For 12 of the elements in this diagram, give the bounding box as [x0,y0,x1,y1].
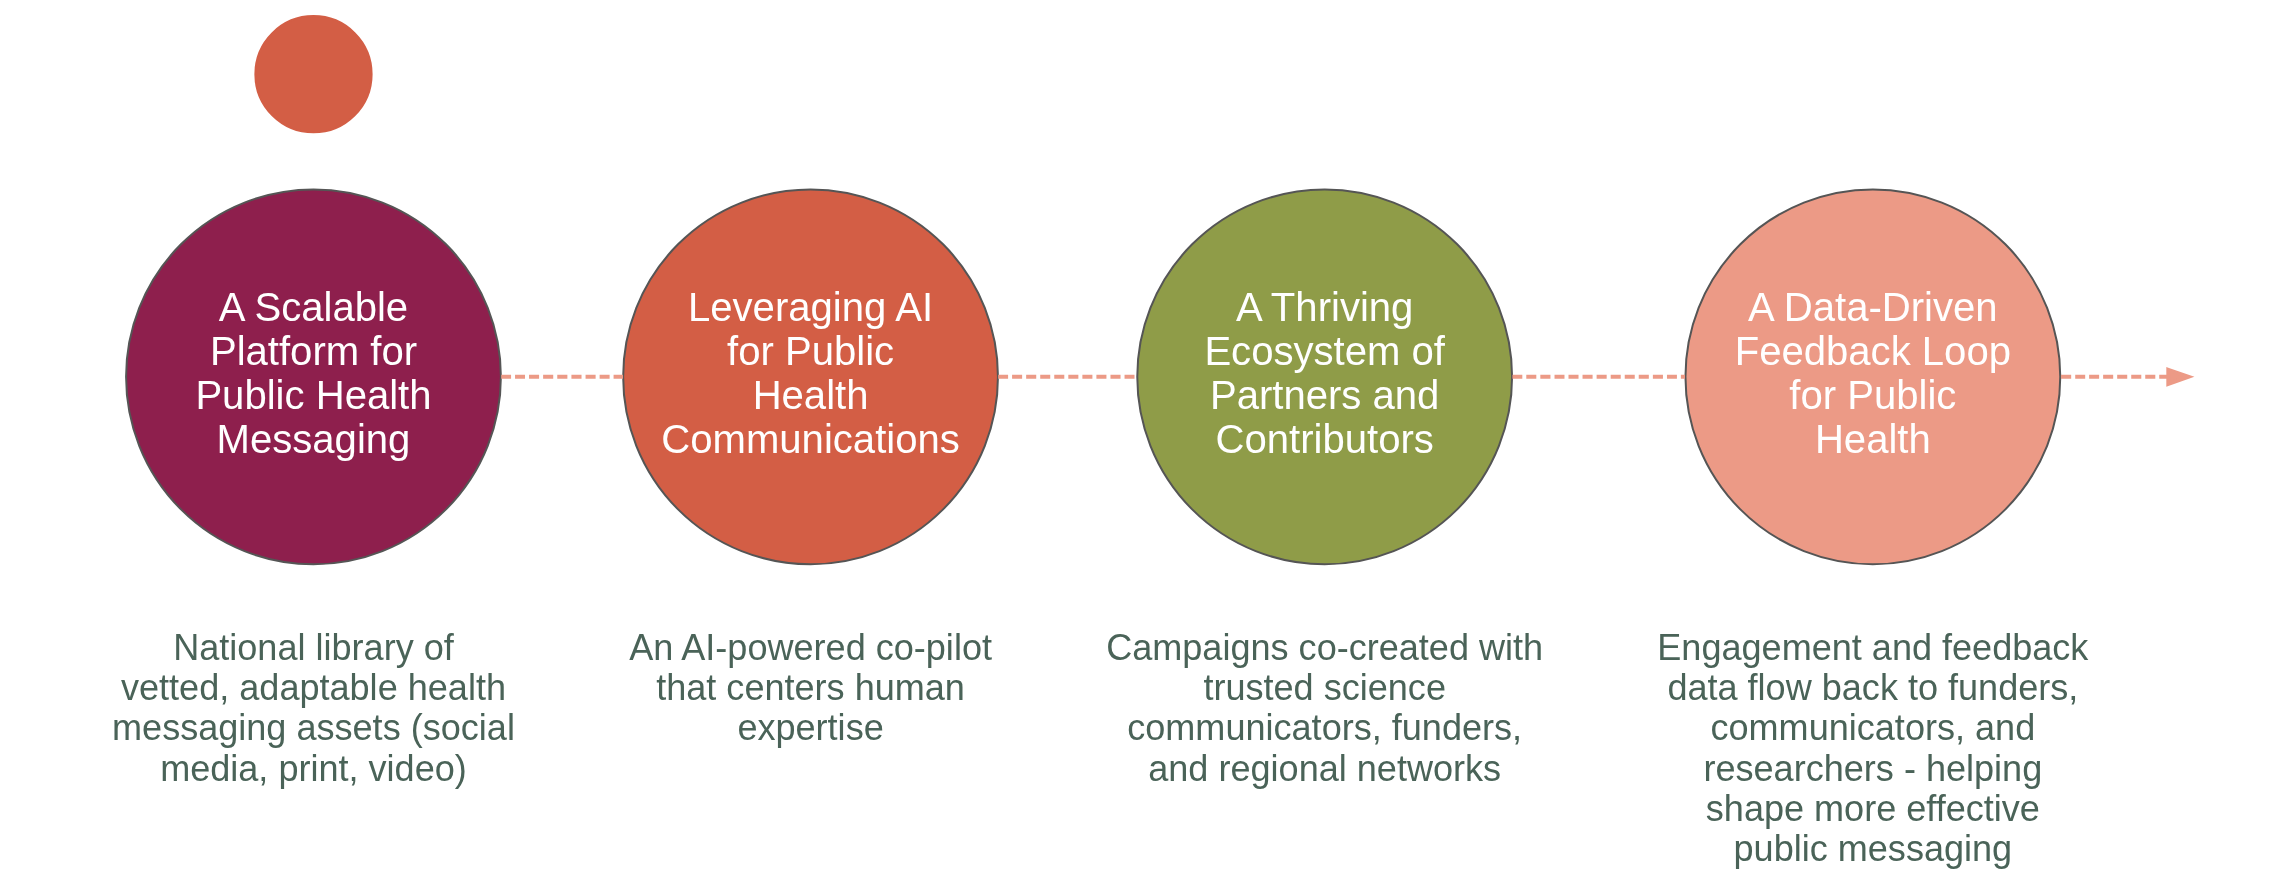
connector [1512,374,1685,379]
node-circle: A Scalable Platform for Public Health Messaging [125,188,502,566]
node-label: National library of vetted, adaptable health messaging assets (social media, print, video) [112,627,515,789]
node-label: Campaigns co-created with trusted science communicators, funders, and regional networks [1106,627,1544,789]
connector [501,374,623,379]
node-label: An AI-powered co-pilot that centers human expertise [629,627,992,749]
node-circle: A Thriving Ecosystem of Partners and Contributors [1136,188,1514,566]
arrow [2060,367,2195,387]
node-circle: Leveraging AI for Public Health Communications [622,188,999,566]
node-circle: A Data-Driven Feedback Loop for Public Health [1684,188,2062,566]
node-label: Engagement and feedback data flow back to funders, communicators, and researchers - helping shape more effective public messaging [1657,627,2089,869]
node-circle [254,15,373,134]
